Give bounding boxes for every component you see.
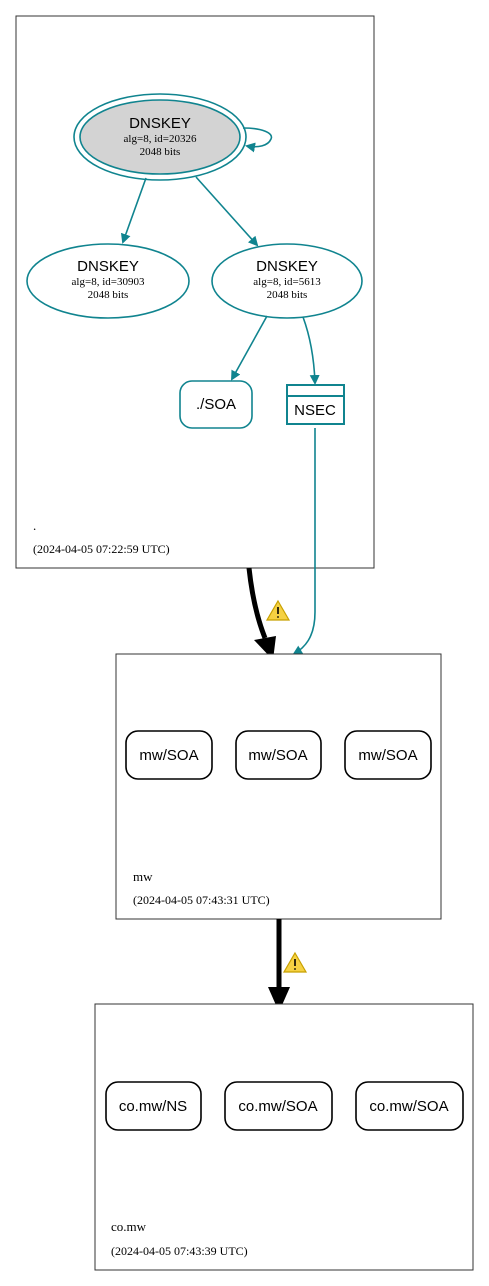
zone-root-name: . [33, 518, 36, 533]
delegation-arrowhead-mw-comw [268, 987, 290, 1012]
self-sign-loop [242, 127, 273, 153]
comw-soa-label: co.mw/SOA [238, 1098, 317, 1115]
zone-comw-name: co.mw [111, 1219, 147, 1234]
delegation-edge-root-mw [246, 567, 268, 639]
mw-soa-label: mw/SOA [248, 747, 307, 764]
root-soa-label: ./SOA [196, 396, 236, 413]
edge-20326-to-5613 [195, 176, 259, 247]
dnskey-alg-id: alg=8, id=20326 [124, 133, 197, 145]
mw-soa-node[interactable]: mw/SOA [125, 730, 213, 780]
dnskey-bits: 2048 bits [140, 146, 181, 158]
dnskey-node-30903[interactable]: DNSKEY alg=8, id=30903 2048 bits [26, 243, 190, 319]
warning-icon[interactable] [282, 951, 308, 973]
mw-soa-node[interactable]: mw/SOA [235, 730, 322, 780]
comw-soa-node[interactable]: co.mw/SOA [224, 1081, 333, 1131]
root-soa-node[interactable]: ./SOA [179, 380, 253, 429]
edge-nsec-to-mw [292, 428, 316, 656]
zone-mw-box [115, 653, 442, 920]
zone-root-box [15, 15, 375, 569]
zone-comw-box [94, 1003, 474, 1271]
mw-soa-label: mw/SOA [139, 747, 198, 764]
dnskey-title: DNSKEY [129, 115, 191, 132]
zone-root: . (2024-04-05 07:22:59 UTC) [15, 15, 375, 569]
mw-soa-label: mw/SOA [358, 747, 417, 764]
dnskey-alg-id: alg=8, id=5613 [253, 276, 321, 288]
zone-root-timestamp: (2024-04-05 07:22:59 UTC) [33, 542, 170, 556]
dnskey-title: DNSKEY [256, 258, 318, 275]
dnskey-title: DNSKEY [77, 258, 139, 275]
edge-20326-to-30903 [121, 177, 147, 244]
comw-soa-node[interactable]: co.mw/SOA [355, 1081, 464, 1131]
dnskey-alg-id: alg=8, id=30903 [72, 276, 145, 288]
dnskey-node-5613[interactable]: DNSKEY alg=8, id=5613 2048 bits [211, 243, 363, 319]
nsec-label: NSEC [294, 402, 336, 419]
comw-ns-node[interactable]: co.mw/NS [105, 1081, 202, 1131]
edge-5613-to-nsec [302, 316, 320, 385]
dnskey-bits: 2048 bits [267, 289, 308, 301]
dnskey-bits: 2048 bits [88, 289, 129, 301]
zone-comw-timestamp: (2024-04-05 07:43:39 UTC) [111, 1244, 248, 1258]
comw-ns-label: co.mw/NS [119, 1098, 187, 1115]
comw-soa-label: co.mw/SOA [369, 1098, 448, 1115]
dnskey-node-20326[interactable]: DNSKEY alg=8, id=20326 2048 bits [73, 93, 247, 181]
zone-mw: mw (2024-04-05 07:43:31 UTC) [115, 653, 442, 920]
warning-icon[interactable] [265, 599, 291, 621]
zone-comw: co.mw (2024-04-05 07:43:39 UTC) [94, 1003, 474, 1271]
zone-mw-name: mw [133, 869, 153, 884]
mw-soa-node[interactable]: mw/SOA [344, 730, 432, 780]
nsec-node[interactable]: NSEC [286, 384, 345, 425]
zone-mw-timestamp: (2024-04-05 07:43:31 UTC) [133, 893, 270, 907]
edge-5613-to-soa [231, 315, 268, 381]
